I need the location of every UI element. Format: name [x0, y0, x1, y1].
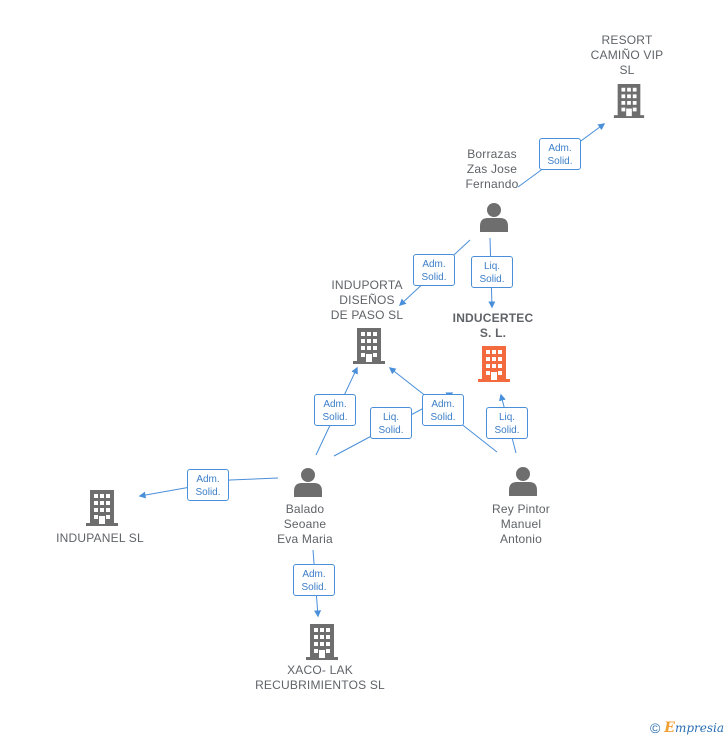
edge-role-line2: Solid.: [421, 271, 447, 283]
node-label-rey[interactable]: Rey Pintor Manuel Antonio: [491, 502, 551, 546]
edge-role-line2: Solid.: [301, 581, 327, 593]
node-label-resort[interactable]: RESORT CAMIÑO VIP SL: [590, 33, 664, 77]
edge-line-balado-indupanel: [138, 477, 279, 499]
edge-role-line1: Adm.: [548, 142, 572, 154]
edge-role-line1: Adm.: [431, 398, 455, 410]
edge-role-line2: Solid.: [430, 411, 456, 423]
edge-role-line1: Adm.: [196, 473, 220, 485]
xaco-building-icon[interactable]: [306, 624, 338, 660]
edge-label-balado-indupanel[interactable]: Adm. Solid.: [187, 469, 229, 501]
edge-role-line2: Solid.: [547, 155, 573, 167]
edge-role-line1: Liq.: [483, 260, 501, 272]
borrazas-person-icon[interactable]: [480, 203, 508, 232]
edge-label-balado-induporta[interactable]: Adm. Solid.: [314, 394, 356, 426]
edge-label-balado-xaco[interactable]: Adm. Solid.: [293, 564, 335, 596]
edge-label-balado-inducertec[interactable]: Liq. Solid.: [370, 407, 412, 439]
node-label-xaco[interactable]: XACO- LAK RECUBRIMIENTOS SL: [255, 663, 385, 692]
copyright-symbol: ©: [649, 720, 661, 736]
rey-person-icon[interactable]: [509, 467, 537, 496]
edge-label-borrazas-resort[interactable]: Adm. Solid.: [539, 138, 581, 170]
edge-role-line1: Liq.: [382, 411, 400, 423]
induporta-building-icon[interactable]: [353, 328, 385, 364]
balado-person-icon[interactable]: [294, 468, 322, 497]
edge-role-line2: Solid.: [479, 273, 505, 285]
indupanel-building-icon[interactable]: [86, 490, 118, 526]
brand-initial: E: [664, 720, 675, 736]
brand-rest: mpresia: [674, 721, 724, 735]
edge-role-line2: Solid.: [494, 424, 520, 436]
footer-brand: © Empresia: [650, 720, 724, 736]
node-label-induporta[interactable]: INDUPORTA DISEÑOS DE PASO SL: [330, 278, 404, 322]
brand-name[interactable]: Empresia: [664, 720, 724, 736]
inducertec-building-icon[interactable]: [478, 346, 510, 382]
resort-building-icon[interactable]: [613, 84, 645, 118]
edge-label-borrazas-inducertec[interactable]: Liq. Solid.: [471, 256, 513, 288]
edge-role-line1: Adm.: [323, 398, 347, 410]
edge-label-borrazas-induporta[interactable]: Adm. Solid.: [413, 254, 455, 286]
edge-role-line1: Adm.: [302, 568, 326, 580]
edge-role-line1: Adm.: [422, 258, 446, 270]
node-label-borrazas[interactable]: Borrazas Zas Jose Fernando: [465, 147, 519, 191]
edge-label-rey-induporta[interactable]: Adm. Solid.: [422, 394, 464, 426]
node-label-indupanel[interactable]: INDUPANEL SL: [56, 531, 144, 545]
edge-role-line2: Solid.: [378, 424, 404, 436]
node-label-inducertec[interactable]: INDUCERTEC S. L.: [452, 311, 534, 340]
edge-label-rey-inducertec[interactable]: Liq. Solid.: [486, 407, 528, 439]
edge-role-line2: Solid.: [195, 486, 221, 498]
edge-role-line1: Liq.: [498, 411, 516, 423]
edge-role-line2: Solid.: [322, 411, 348, 423]
node-label-balado[interactable]: Balado Seoane Eva Maria: [277, 502, 333, 546]
